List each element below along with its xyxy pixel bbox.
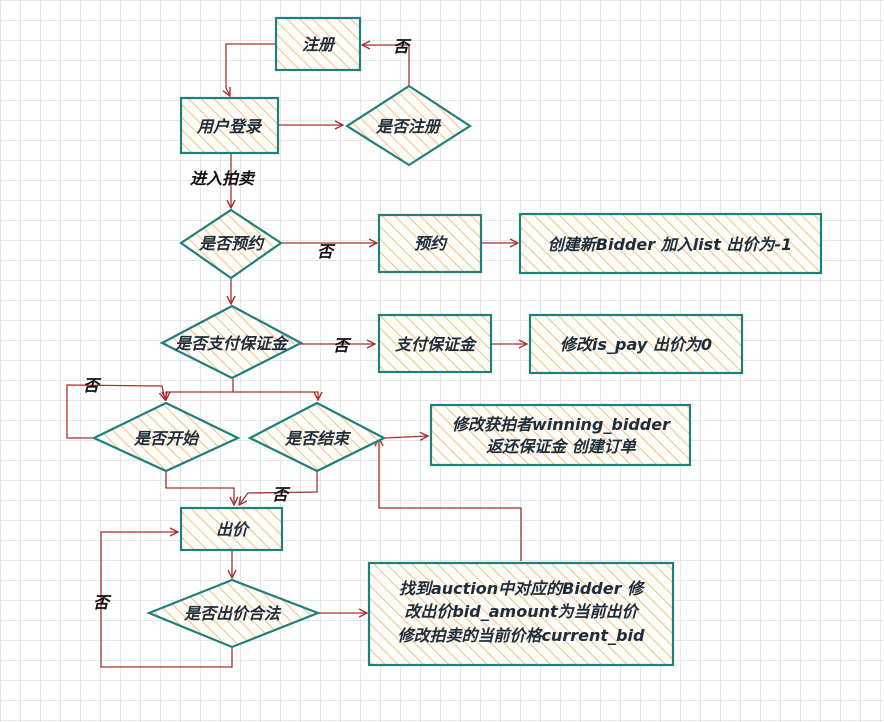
winner-label-line1: 修改获拍者winning_bidder bbox=[452, 415, 671, 434]
edge-is-bid-valid-loop bbox=[100, 532, 233, 668]
edge-is-started-loop bbox=[66, 384, 165, 439]
is-bid-valid-diamond bbox=[146, 578, 322, 649]
edge-deposit-to-is-started bbox=[166, 379, 234, 400]
is-deposit-paid-diamond bbox=[159, 304, 304, 380]
winner-box bbox=[429, 403, 692, 467]
is-reserved-label: 是否预约 bbox=[198, 234, 265, 253]
is-registered-label: 是否注册 bbox=[375, 117, 442, 136]
create-bidder-box bbox=[518, 212, 823, 275]
reserve-label: 预约 bbox=[414, 234, 448, 253]
edge-label-enter-auction: 进入拍卖 bbox=[190, 169, 256, 188]
edge-is-started-to-bid bbox=[165, 472, 234, 505]
edge-deposit-to-is-ended bbox=[233, 391, 318, 400]
edge-is-ended-to-bid bbox=[239, 472, 318, 505]
register-label: 注册 bbox=[302, 35, 336, 54]
is-registered-diamond bbox=[344, 84, 473, 167]
edge-is-ended-to-winner bbox=[384, 436, 428, 438]
edge-label-no-register: 否 bbox=[393, 37, 412, 56]
is-ended-diamond bbox=[247, 401, 387, 473]
edge-label-no-end: 否 bbox=[272, 485, 291, 504]
update-box bbox=[367, 561, 675, 667]
update-label-line3: 修改拍卖的当前价格current_bid bbox=[398, 626, 645, 645]
login-label: 用户登录 bbox=[196, 117, 263, 136]
bid-label: 出价 bbox=[216, 520, 251, 539]
reserve-box bbox=[377, 213, 483, 274]
update-label-line1: 找到auction中对应的Bidder 修 bbox=[399, 579, 646, 598]
set-is-pay-box bbox=[528, 313, 744, 375]
edge-update-to-is-ended bbox=[379, 438, 522, 561]
edge-label-no-reserve: 否 bbox=[317, 242, 336, 261]
is-ended-label: 是否结束 bbox=[284, 429, 352, 448]
register-box bbox=[274, 16, 362, 72]
edges bbox=[66, 43, 527, 668]
create-bidder-label: 创建新Bidder 加入list 出价为-1 bbox=[548, 235, 792, 254]
edge-register-to-login bbox=[226, 43, 276, 96]
update-label-line2: 改出价bid_amount为当前出价 bbox=[404, 602, 640, 621]
edge-label-no-valid: 否 bbox=[93, 593, 112, 612]
pay-deposit-box bbox=[377, 313, 493, 374]
is-bid-valid-label: 是否出价合法 bbox=[183, 604, 282, 623]
is-started-diamond bbox=[91, 401, 241, 473]
is-reserved-diamond bbox=[179, 208, 283, 280]
is-started-label: 是否开始 bbox=[133, 429, 200, 448]
winner-label-line2: 返还保证金 创建订单 bbox=[486, 437, 637, 456]
bid-box bbox=[179, 506, 284, 552]
edge-label-no-start: 否 bbox=[83, 376, 102, 395]
is-deposit-paid-label: 是否支付保证金 bbox=[174, 334, 290, 353]
edge-is-registered-to-register bbox=[362, 45, 410, 85]
login-box bbox=[179, 96, 280, 155]
pay-deposit-label: 支付保证金 bbox=[395, 335, 478, 354]
edge-label-no-deposit: 否 bbox=[333, 336, 352, 355]
set-is-pay-label: 修改is_pay 出价为0 bbox=[560, 335, 712, 354]
